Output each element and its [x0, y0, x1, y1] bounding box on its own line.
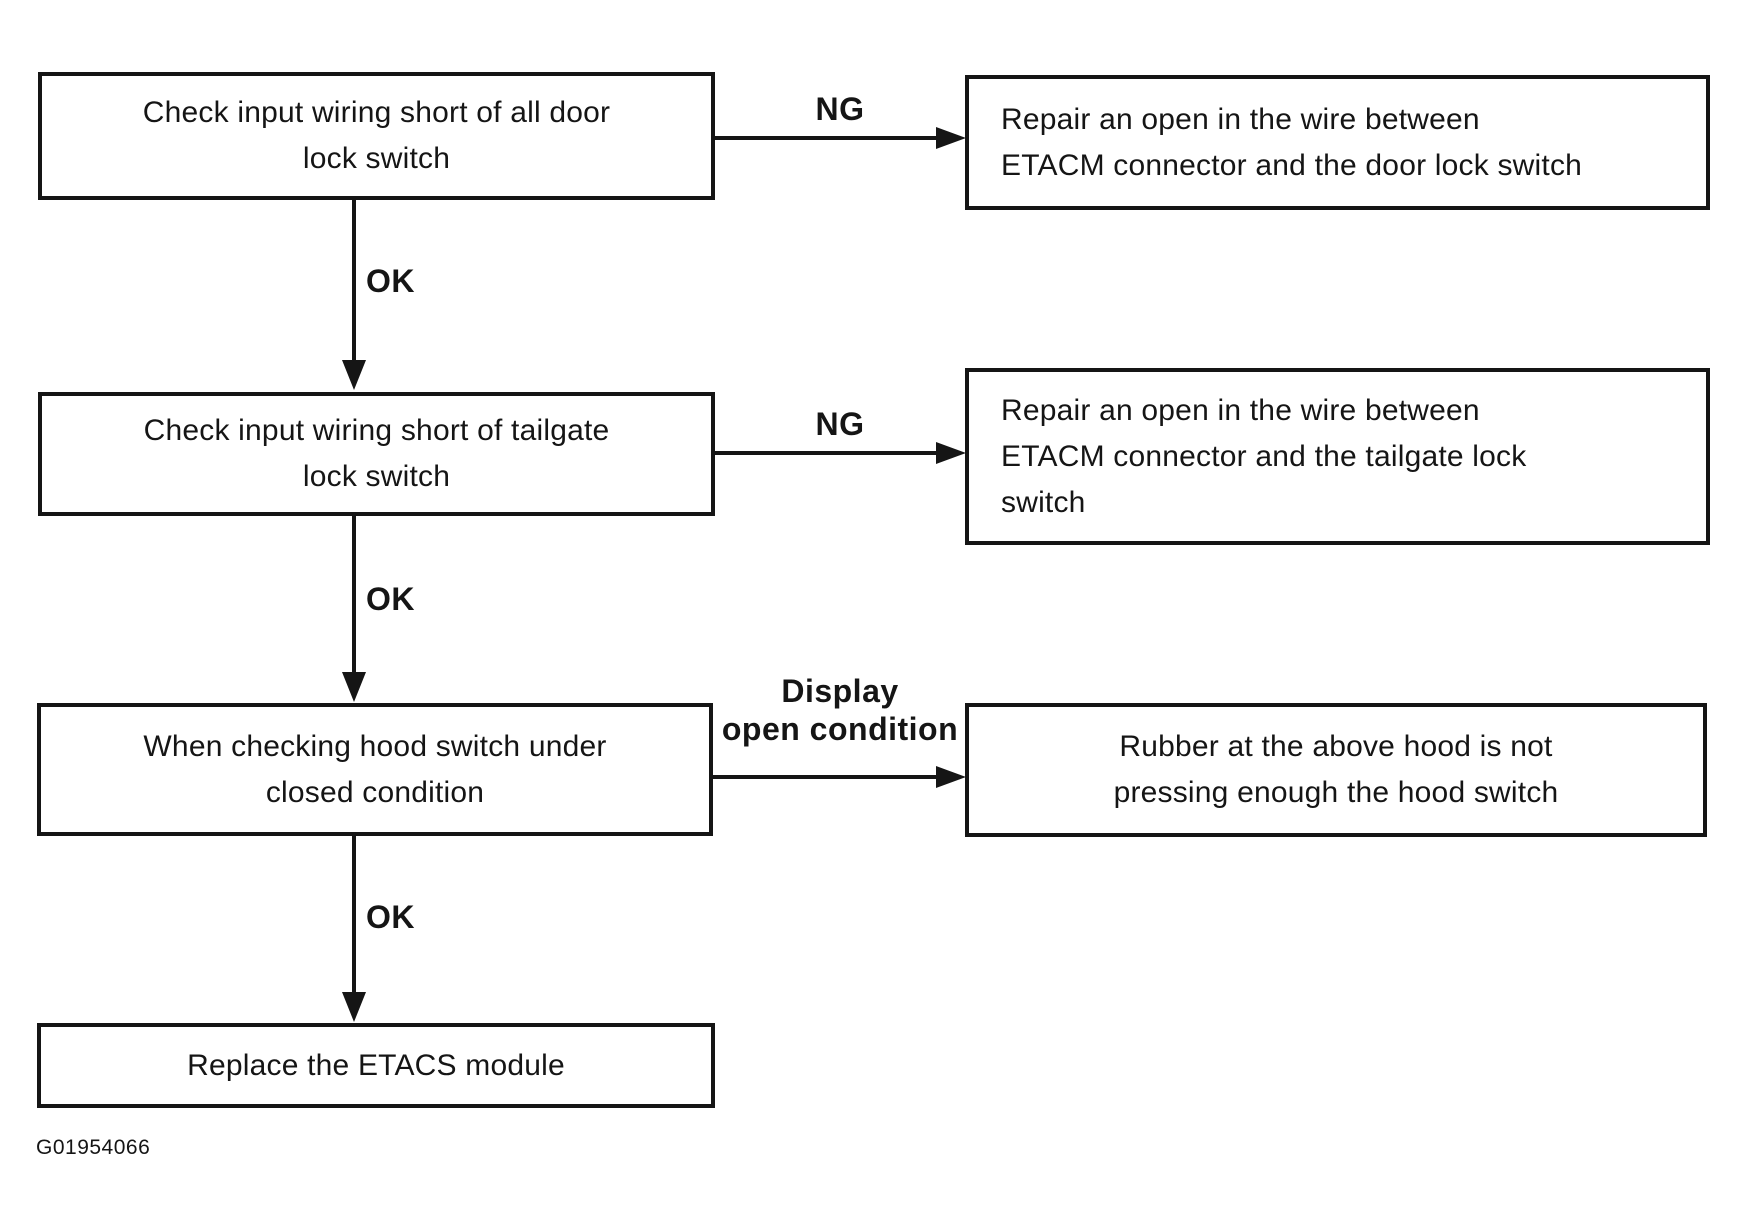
arrow-line-ok-hood [352, 836, 356, 994]
arrowhead-down-icon [342, 672, 366, 702]
arrow-line-ok-tailgate [352, 516, 356, 674]
arrow-line-ng-door [713, 136, 938, 140]
flow-box-check-hood-switch: When checking hood switch under closed c… [37, 703, 713, 836]
figure-code: G01954066 [36, 1136, 151, 1159]
arrowhead-down-icon [342, 992, 366, 1022]
flow-box-check-tailgate-lock-switch: Check input wiring short of tailgate loc… [38, 392, 715, 516]
flow-box-rubber-hood-not-pressing: Rubber at the above hood is not pressing… [965, 703, 1707, 837]
arrow-line-ok-door [352, 200, 356, 362]
flow-box-repair-tailgate-lock-wire: Repair an open in the wire between ETACM… [965, 368, 1710, 545]
arrowhead-right-icon [936, 127, 966, 149]
flow-box-label: Check input wiring short of tailgate loc… [143, 414, 610, 493]
arrow-line-ng-tailgate [713, 451, 938, 455]
flow-box-check-door-lock-switch: Check input wiring short of all door loc… [38, 72, 715, 200]
edge-label-ng-door: NG [815, 91, 865, 127]
edge-label-ok-tailgate: OK [366, 581, 415, 617]
flow-box-replace-etacs-module: Replace the ETACS module [37, 1023, 715, 1108]
flow-box-label: Repair an open in the wire between ETACM… [1001, 102, 1583, 182]
flow-box-label: Replace the ETACS module [187, 1048, 565, 1082]
arrowhead-right-icon [936, 766, 966, 788]
flow-box-label: When checking hood switch under closed c… [143, 729, 607, 809]
arrowhead-right-icon [936, 442, 966, 464]
flow-box-label: Rubber at the above hood is not pressing… [1113, 730, 1559, 809]
edge-label-ok-hood: OK [366, 899, 415, 935]
edge-label-display-open-condition: Display open condition [721, 673, 959, 747]
arrowhead-down-icon [342, 360, 366, 390]
flow-box-label: Check input wiring short of all door loc… [142, 96, 611, 175]
flow-box-repair-door-lock-wire: Repair an open in the wire between ETACM… [965, 75, 1710, 210]
flow-box-label: Repair an open in the wire between ETACM… [1001, 393, 1527, 519]
arrow-line-display-open-condition [711, 775, 938, 779]
edge-label-ok-door: OK [366, 263, 415, 299]
edge-label-ng-tailgate: NG [815, 406, 865, 442]
